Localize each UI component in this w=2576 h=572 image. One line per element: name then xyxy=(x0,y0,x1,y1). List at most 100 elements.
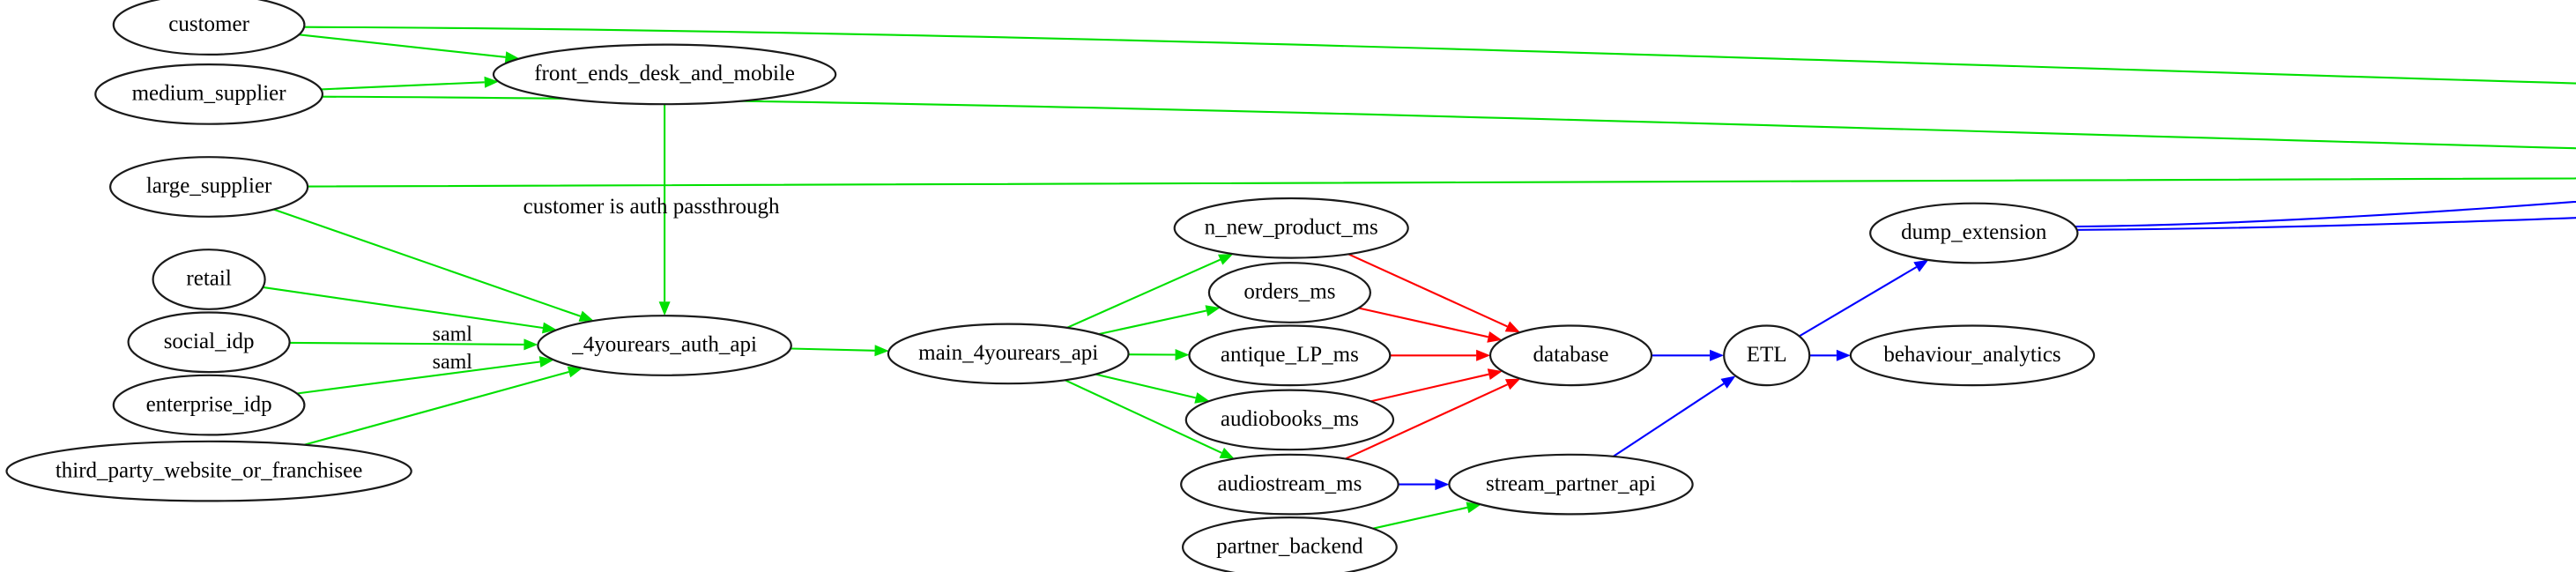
node-shape[interactable] xyxy=(887,323,1130,385)
node-label: front_ends_desk_and_mobile xyxy=(534,62,795,85)
node-social_idp[interactable]: social_idp xyxy=(127,311,291,374)
node-large_supplier[interactable]: large_supplier xyxy=(109,156,309,218)
edge-partner_backend-to-stream_partner_api xyxy=(1372,501,1481,530)
node-customer[interactable]: customer xyxy=(112,0,306,56)
node-antique_LP_ms[interactable]: antique_LP_ms xyxy=(1188,324,1392,387)
node-label: database xyxy=(1533,343,1608,367)
note-auth-passthrough-note: customer is auth passthrough xyxy=(523,195,780,219)
node-label: dump_extension xyxy=(1901,220,2047,244)
edge-dump_extension-to-CDN_stream xyxy=(2075,200,2576,228)
arrowhead-icon xyxy=(523,338,538,351)
edge-line xyxy=(296,360,540,395)
node-label: orders_ms xyxy=(1243,280,1335,304)
arrowhead-icon xyxy=(874,345,889,357)
node-shape[interactable] xyxy=(1182,516,1398,572)
node-label: ETL xyxy=(1747,343,1787,367)
node-shape[interactable] xyxy=(1723,324,1811,387)
node-shape[interactable] xyxy=(1488,324,1653,387)
edge-_4yourears_auth_api-to-main_4yourears_api xyxy=(791,345,889,357)
node-medium_supplier[interactable]: medium_supplier xyxy=(94,63,324,125)
edge-stream_partner_api-to-ETL xyxy=(1613,375,1736,457)
node-label: medium_supplier xyxy=(132,82,287,106)
node-label: stream_partner_api xyxy=(1486,472,1656,495)
node-shape[interactable] xyxy=(1207,262,1372,323)
node-shape[interactable] xyxy=(1448,453,1694,516)
node-label: audiobooks_ms xyxy=(1221,407,1359,431)
edge-retail-to-_4yourears_auth_api xyxy=(263,286,557,334)
node-partner_backend[interactable]: partner_backend xyxy=(1182,516,1398,572)
edge-line xyxy=(1066,258,1221,329)
node-audiobooks_ms[interactable]: audiobooks_ms xyxy=(1184,389,1395,451)
node-n_new_product_ms[interactable]: n_new_product_ms xyxy=(1173,197,1409,259)
edge-label-saml-social: saml xyxy=(433,323,473,345)
node-shape[interactable] xyxy=(109,156,309,218)
node-label: retail xyxy=(186,267,231,291)
edge-line xyxy=(791,347,875,352)
edge-label-saml-enterprise: saml xyxy=(433,351,473,374)
node-retail[interactable]: retail xyxy=(152,249,266,310)
node-ETL[interactable]: ETL xyxy=(1723,324,1811,387)
arrowhead-icon xyxy=(1720,375,1736,389)
node-shape[interactable] xyxy=(1184,389,1395,451)
edge-line xyxy=(1098,309,1207,336)
node-shape[interactable] xyxy=(5,440,412,502)
edge-line xyxy=(1358,307,1488,338)
node-label: n_new_product_ms xyxy=(1205,216,1378,240)
node-shape[interactable] xyxy=(1173,197,1409,259)
node-label: third_party_website_or_franchisee xyxy=(56,458,363,482)
arrowhead-icon xyxy=(1487,368,1503,380)
node-shape[interactable] xyxy=(152,249,266,310)
node-label: antique_LP_ms xyxy=(1221,343,1359,367)
node-_4yourears_auth_api[interactable]: _4yourears_auth_api xyxy=(537,315,792,376)
edge-customer-to-front_ends_desk_and_mobile xyxy=(299,33,520,63)
node-label: audiostream_ms xyxy=(1217,472,1362,495)
edge-main_4yourears_api-to-audiobooks_ms xyxy=(1095,373,1210,404)
arrowhead-icon xyxy=(1487,331,1503,343)
node-shape[interactable] xyxy=(127,311,291,374)
arrowhead-icon xyxy=(1219,447,1235,459)
node-dump_extension[interactable]: dump_extension xyxy=(1869,202,2079,264)
arrowhead-icon xyxy=(567,366,583,378)
node-label: social_idp xyxy=(164,330,255,353)
node-audiostream_ms[interactable]: audiostream_ms xyxy=(1180,453,1399,516)
arrowhead-icon xyxy=(1476,349,1491,361)
node-third_party_website_or_franchisee[interactable]: third_party_website_or_franchisee xyxy=(5,440,412,502)
node-shape[interactable] xyxy=(1869,202,2079,264)
node-shape[interactable] xyxy=(492,43,837,106)
node-shape[interactable] xyxy=(1180,453,1399,516)
node-shape[interactable] xyxy=(1849,324,2096,387)
edge-audiobooks_ms-to-database xyxy=(1370,368,1503,403)
node-database[interactable]: database xyxy=(1488,324,1653,387)
edge-main_4yourears_api-to-audiostream_ms xyxy=(1064,379,1235,459)
node-front_ends_desk_and_mobile[interactable]: front_ends_desk_and_mobile xyxy=(492,43,837,106)
edge-line xyxy=(1613,383,1725,457)
edge-line xyxy=(1799,266,1918,338)
edge-social_idp-to-_4yourears_auth_api xyxy=(289,338,538,351)
edge-line xyxy=(1095,373,1197,399)
node-behaviour_analytics[interactable]: behaviour_analytics xyxy=(1849,324,2096,387)
node-stream_partner_api[interactable]: stream_partner_api xyxy=(1448,453,1694,516)
node-main_4yourears_api[interactable]: main_4yourears_api xyxy=(887,323,1130,385)
node-shape[interactable] xyxy=(94,63,324,125)
node-shape[interactable] xyxy=(112,0,306,56)
edge-line xyxy=(321,81,485,91)
node-shape[interactable] xyxy=(112,374,306,436)
edge-third_party_website_or_franchisee-to-_4yourears_auth_api xyxy=(303,366,583,446)
arrowhead-icon xyxy=(1836,349,1851,361)
edge-main_4yourears_api-to-orders_ms xyxy=(1098,305,1221,336)
edge-n_new_product_ms-to-database xyxy=(1347,253,1520,333)
edge-line xyxy=(272,208,581,317)
node-orders_ms[interactable]: orders_ms xyxy=(1207,262,1372,323)
edge-line xyxy=(303,26,2576,85)
edge-customer-to-CDN_stream xyxy=(303,26,2576,85)
arrowhead-icon xyxy=(484,76,499,88)
node-enterprise_idp[interactable]: enterprise_idp xyxy=(112,374,306,436)
node-shape[interactable] xyxy=(1188,324,1392,387)
node-label: large_supplier xyxy=(146,175,272,198)
edge-audiostream_ms-to-database xyxy=(1345,378,1521,460)
arrowhead-icon xyxy=(1466,501,1481,514)
node-shape[interactable] xyxy=(537,315,792,376)
edge-line xyxy=(1370,373,1489,403)
